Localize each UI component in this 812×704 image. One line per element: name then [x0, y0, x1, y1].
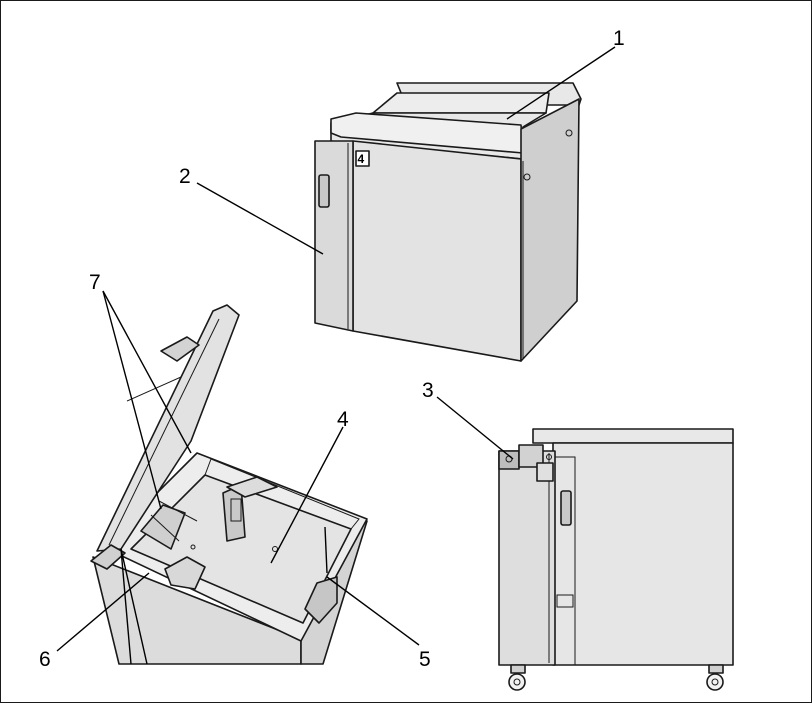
callout-5: 5 — [419, 648, 431, 671]
rear-edge-guide — [304, 576, 338, 624]
latch-mechanism — [498, 450, 520, 470]
closed-unit-illustration: 4 — [314, 82, 582, 362]
side-view-body — [552, 442, 734, 666]
front-door — [352, 140, 522, 362]
leader-lines — [56, 46, 616, 665]
callout-2: 2 — [179, 165, 191, 188]
callout-4: 4 — [337, 408, 349, 431]
callout-3: 3 — [422, 379, 434, 402]
tray-number-text: 4 — [358, 152, 365, 166]
callout-7: 7 — [89, 271, 101, 294]
side-handle — [318, 174, 330, 208]
open-unit-illustration — [90, 304, 368, 665]
callout-6: 6 — [39, 648, 51, 671]
side-view-illustration — [498, 428, 734, 691]
side-panel — [314, 140, 354, 332]
caster-left — [508, 673, 526, 691]
tray-number-label — [355, 150, 370, 167]
callout-labels: 1 2 3 4 5 6 7 — [39, 27, 625, 671]
callout-1: 1 — [613, 27, 625, 50]
caster-right — [706, 673, 724, 691]
